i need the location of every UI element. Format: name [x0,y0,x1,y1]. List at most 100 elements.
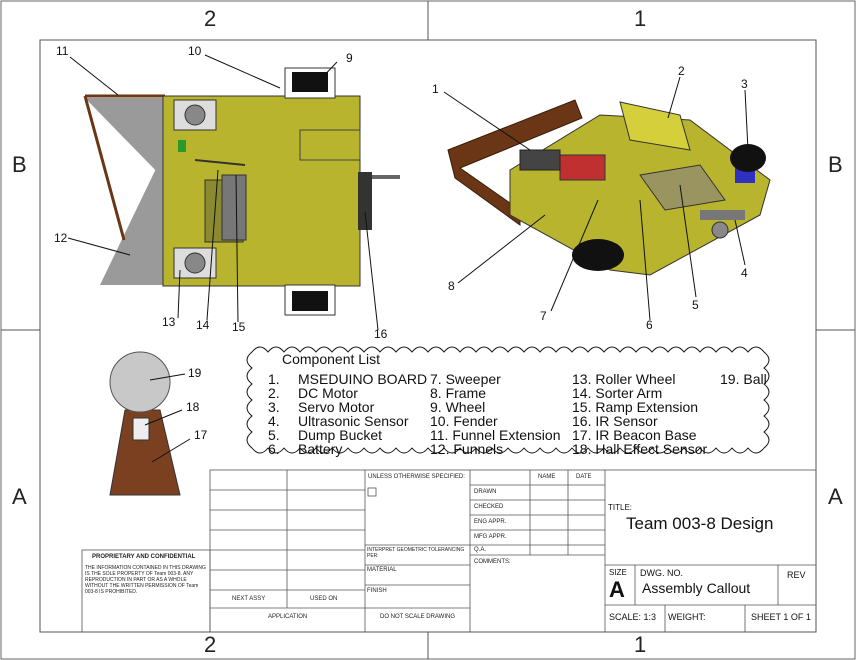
callout-13: 13 [162,315,176,329]
callout-18: 18 [186,400,200,414]
sheet-label: SHEET 1 OF 1 [751,612,811,622]
list-item: 10. Fender [430,413,498,429]
callout-4: 4 [741,266,748,280]
title-label: TITLE: [608,503,633,512]
callout-2: 2 [678,64,685,78]
dump-bucket-iso [639,164,726,211]
list-item: 6. [268,441,280,457]
material-label: MATERIAL [367,567,397,573]
zone-left-b: B [12,152,27,177]
rev-label: REV [787,570,806,580]
ir-sensor-top [358,172,372,230]
beacon-view [109,351,181,496]
next-assy-label: NEXT ASSY [232,596,266,602]
list-item: 2. [268,385,280,401]
funnel-lower [100,150,165,285]
list-item: Dump Bucket [298,427,383,443]
roller-iso [711,221,729,239]
list-item: 7. Sweeper [430,371,501,387]
used-on-label: USED ON [310,596,338,602]
do-not-scale-label: DO NOT SCALE DRAWING [380,614,456,620]
component-list-col4: 19. Ball [720,372,767,386]
list-item: 9. Wheel [430,399,486,415]
list-item: 18. Hall Effect Sensor [572,441,708,457]
list-item: 16. IR Sensor [572,413,658,429]
callout-11: 11 [56,44,69,58]
application-label: APPLICATION [268,614,308,620]
comments-label: COMMENTS: [474,559,511,565]
list-item: 17. IR Beacon Base [572,427,697,443]
proprietary-text: THE INFORMATION CONTAINED IN THIS DRAWIN… [85,565,206,595]
proprietary-title: PROPRIETARY AND CONFIDENTIAL [92,554,196,560]
wheel-bottom-tire [292,291,328,311]
list-item: 4. [268,413,280,429]
list-item: 12. Funnels [430,441,504,457]
zone-bottom-1: 1 [634,632,647,657]
callout-15: 15 [232,320,246,334]
frame-upper-iso [619,101,691,151]
wheel-iso-left [572,239,624,271]
interpret-label: INTERPRET GEOMETRIC TOLERANCING PER: [367,547,465,559]
roller-top-hub [184,104,206,126]
frame-block [299,129,361,161]
list-item: 14. Sorter Arm [572,385,663,401]
zone-top-1: 1 [634,6,647,31]
weight-label: WEIGHT: [668,612,706,622]
component-list-col2: 7. Sweeper 8. Frame 9. Wheel 10. Fender … [430,372,561,456]
dwg-no-label: DWG. NO. [640,568,683,578]
top-view [83,67,400,316]
callout-3: 3 [741,77,748,91]
leader-lines [67,54,749,463]
component-list-cloud [246,346,770,454]
zone-right-b: B [828,152,843,177]
fender-left [447,99,583,226]
component-list-col1b: MSEDUINO BOARD DC Motor Servo Motor Ultr… [298,372,427,456]
hall-sensor [132,417,150,441]
roller-bottom-hub [184,252,206,274]
zone-right-a: A [828,484,843,509]
component-list-col3: 13. Roller Wheel 14. Sorter Arm 15. Ramp… [572,372,707,456]
qa-label: Q.A. [474,547,487,553]
callout-14: 14 [196,318,210,332]
wheel-top-tire [292,72,328,92]
scale-label: SCALE: 1:3 [609,612,657,622]
drawn-label: DRAWN [474,489,497,495]
list-item: Ultrasonic Sensor [298,413,409,429]
callout-8: 8 [448,279,455,293]
unless-label: UNLESS OTHERWISE SPECIFIED: [368,474,465,480]
drawing-title: Team 003-8 Design [626,514,774,533]
name-label: NAME [538,474,556,480]
iso-view [447,99,771,276]
funnel-upper [85,98,165,180]
size-value: A [609,577,625,602]
callout-7: 7 [540,309,547,323]
list-item: Battery [298,441,343,457]
callout-16: 16 [374,327,388,341]
date-label: DATE [576,474,592,480]
callout-9: 9 [346,51,353,65]
list-item: DC Motor [298,385,358,401]
callout-1: 1 [432,82,439,96]
list-item: 19. Ball [720,371,767,387]
size-label: SIZE [609,568,627,577]
list-item: Servo Motor [298,399,375,415]
list-item: 8. Frame [430,385,487,401]
callout-5: 5 [692,298,699,312]
callout-6: 6 [646,318,653,332]
eng-appr-label: ENG APPR. [474,519,507,525]
callout-17: 17 [194,428,208,442]
callout-19: 19 [188,366,202,380]
zone-bottom-2: 2 [204,632,217,657]
board-iso [559,154,606,181]
list-item: MSEDUINO BOARD [298,371,428,387]
led [178,140,186,152]
list-item: 13. Roller Wheel [572,371,676,387]
ball [109,351,171,413]
dwg-no-value: Assembly Callout [642,580,751,596]
servo-iso [519,149,561,171]
zone-left-a: A [12,484,27,509]
list-item: 3. [268,399,280,415]
